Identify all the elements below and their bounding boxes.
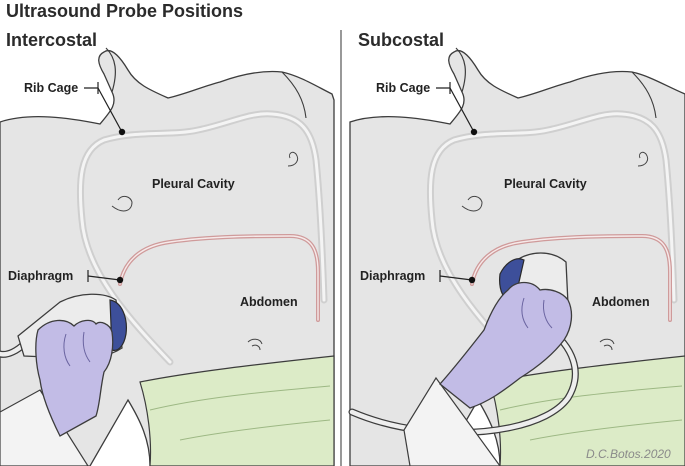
panel-heading-intercostal: Intercostal bbox=[6, 30, 98, 50]
navel bbox=[247, 338, 263, 351]
diaphragm-leader bbox=[439, 275, 473, 281]
label-pleural-cavity: Pleural Cavity bbox=[152, 177, 235, 191]
panel-subcostal: Rib Cage Pleural Cavity Diaphragm Abdome… bbox=[348, 47, 685, 466]
probe-head bbox=[109, 299, 127, 351]
shoulder-crease bbox=[281, 71, 307, 119]
nipple-right bbox=[287, 151, 299, 167]
glove bbox=[35, 319, 114, 437]
label-rib-cage: Rib Cage bbox=[24, 81, 78, 95]
nipple-left bbox=[461, 195, 483, 212]
neck-line bbox=[455, 47, 466, 93]
shoulder-crease bbox=[631, 71, 657, 119]
sleeve bbox=[403, 376, 501, 466]
rib-cage-dot bbox=[118, 128, 126, 136]
rib-cage-dot bbox=[470, 128, 478, 136]
navel bbox=[599, 338, 615, 351]
sleeve bbox=[0, 389, 89, 466]
credit-text: D.C.Botos.2020 bbox=[586, 447, 671, 461]
label-abdomen: Abdomen bbox=[240, 295, 298, 309]
glove bbox=[439, 281, 573, 409]
label-rib-cage: Rib Cage bbox=[376, 81, 430, 95]
nipple-left bbox=[111, 195, 133, 212]
diaphragm-dot bbox=[468, 276, 476, 284]
glove-fingers bbox=[63, 331, 91, 367]
diaphragm-dot bbox=[116, 276, 124, 284]
label-pleural-cavity: Pleural Cavity bbox=[504, 177, 587, 191]
label-diaphragm: Diaphragm bbox=[8, 269, 73, 283]
pants-folds bbox=[499, 385, 683, 441]
label-abdomen: Abdomen bbox=[592, 295, 650, 309]
nipple-right bbox=[637, 151, 649, 167]
figure-title: Ultrasound Probe Positions bbox=[6, 1, 244, 21]
neck-line bbox=[105, 47, 116, 93]
glove-fingers bbox=[521, 297, 553, 329]
diaphragm-leader bbox=[87, 275, 121, 281]
panel-intercostal: Rib Cage Pleural Cavity Diaphragm Abdome… bbox=[0, 47, 335, 466]
label-diaphragm: Diaphragm bbox=[360, 269, 425, 283]
panel-heading-subcostal: Subcostal bbox=[358, 30, 445, 50]
pants-folds bbox=[149, 385, 331, 441]
